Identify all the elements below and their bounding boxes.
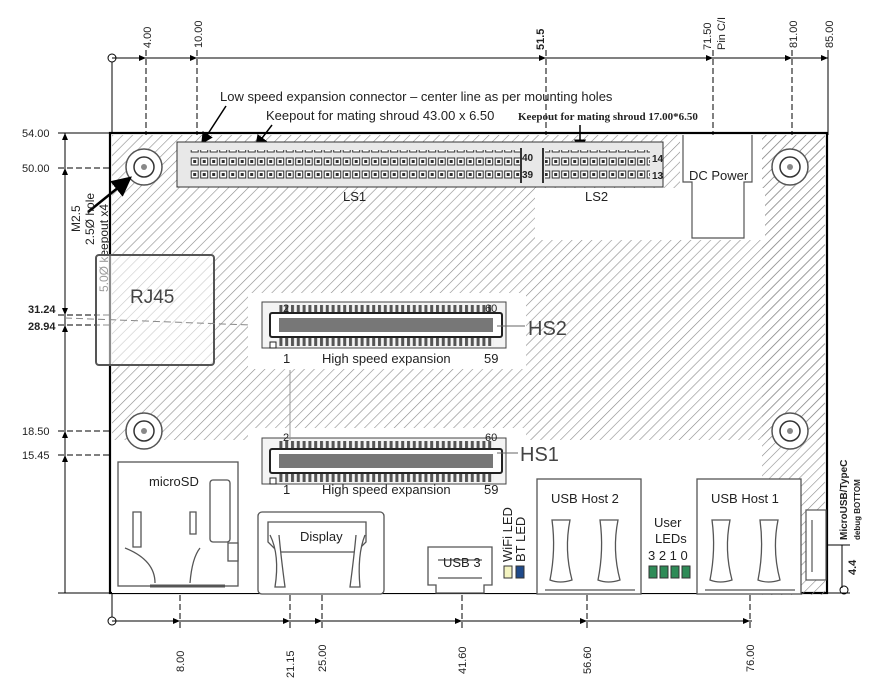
bottom-dimensions [107,593,752,630]
hs1-pin-60: 60 [485,432,497,444]
mounting-hole-top-right [771,148,809,186]
microsd-slot [117,461,239,588]
dim-top-4: 4.00 [142,27,154,48]
hs1-label: HS1 [520,444,559,466]
dim-bottom-8: 8.00 [175,651,187,672]
dim-top-51-5: 51.5 [535,29,547,50]
dim-top-pin-ci: Pin C/I [716,17,728,50]
mounting-holes [125,148,809,450]
dim-top-85: 85.00 [824,20,836,48]
hs2-label: HS2 [528,318,567,340]
ls-headers [176,141,664,188]
left-dimension-arrows [62,133,68,462]
hs1-connector [261,370,518,485]
hs2-pin-59: 59 [484,351,498,366]
display-label: Display [300,529,343,544]
dc-power-label: DC Power [689,168,749,183]
dim-bottom-25: 25.00 [317,644,329,672]
hs1-pin-1: 1 [283,482,290,497]
usb-host-1-label: USB Host 1 [711,491,779,506]
wifi-led-label: WiFi LED [500,507,515,562]
dim-left-18-5: 18.50 [22,426,50,438]
ls2-label: LS2 [585,189,608,204]
rj45-label: RJ45 [130,287,174,308]
dim-bottom-56-6: 56.60 [582,646,594,674]
keepout-ls2-annotation: Keepout for mating shroud 17.00*6.50 [518,111,698,123]
ls-pin-40: 40 [522,153,534,164]
dim-top-10: 10.00 [193,20,205,48]
hs2-description: High speed expansion [322,351,451,366]
dim-left-15-45: 15.45 [22,450,50,462]
microsd-label: microSD [149,474,199,489]
mounting-hole-top-left [125,148,163,186]
hs2-pin-60: 60 [485,303,497,315]
usb3-label: USB 3 [443,555,481,570]
dim-left-28-94: 28.94 [28,321,56,333]
debug-usb-connector [805,509,827,581]
hs1-pin-59: 59 [484,482,498,497]
debug-label: debug BOTTOM [853,479,862,540]
usb3-connector [427,546,493,594]
top-dimension-arrows [139,55,828,61]
usb-host-2-label: USB Host 2 [551,491,619,506]
bt-led-label: BT LED [513,517,528,562]
hs2-pin-1: 1 [283,351,290,366]
user-leds-numbers: 3 2 1 0 [648,548,688,563]
dim-right-4-4: 4.4 [847,559,859,575]
microusb-label: MicroUSB/TypeC [839,460,850,540]
rj45-jack [64,254,251,366]
ls-pin-39: 39 [522,170,534,181]
dim-left-31-24: 31.24 [28,304,56,316]
hole-label: 2.5Ø hole [83,193,97,245]
dim-bottom-76: 76.00 [745,644,757,672]
user-leds-label-leds: LEDs [655,531,687,546]
hs2-connector [261,301,525,349]
dim-left-50: 50.00 [22,163,50,175]
usb-host-2-connector [536,478,642,595]
user-leds [648,565,691,579]
hs2-pin-2: 2 [283,303,289,315]
dc-power-jack [682,135,753,239]
left-dimensions [58,132,110,594]
hs1-pin-2: 2 [283,432,289,444]
display-connector [257,511,385,595]
low-speed-annotation: Low speed expansion connector – center l… [220,89,613,104]
user-leds-label-user: User [654,515,682,530]
ls1-label: LS1 [343,189,366,204]
dim-bottom-21-15: 21.15 [285,650,297,678]
bottom-dimension-arrows [173,618,750,624]
right-dimension [828,544,850,595]
m25-label: M2.5 [69,205,83,232]
ls-pin-13: 13 [652,171,664,182]
dim-bottom-41-6: 41.60 [457,646,469,674]
dim-top-71-5: 71.50 [702,22,714,50]
dim-top-81: 81.00 [788,20,800,48]
hs1-description: High speed expansion [322,482,451,497]
ls-pin-14: 14 [652,154,664,165]
dim-left-54: 54.00 [22,128,50,140]
usb-host-1-connector [696,478,802,595]
mounting-hole-bottom-right [771,412,809,450]
keepout-ls1-annotation: Keepout for mating shroud 43.00 x 6.50 [266,108,494,123]
status-leds [503,565,525,579]
mounting-hole-bottom-left [125,412,163,450]
